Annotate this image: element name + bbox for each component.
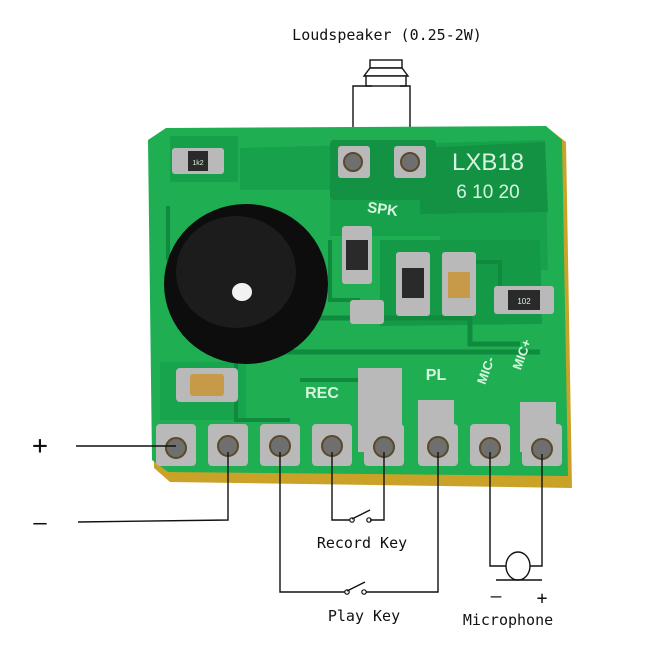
pad-2 (208, 424, 248, 466)
smd-resistor-right: 102 (494, 286, 554, 314)
durations-label: 6 10 20 (456, 182, 519, 203)
smd-resistor-middle (396, 252, 430, 316)
svg-text:1k2: 1k2 (192, 160, 203, 167)
loudspeaker-label: Loudspeaker (0.25-2W) (292, 26, 482, 44)
mic-plus-wire (530, 454, 543, 567)
smd-capacitor-middle (442, 252, 476, 316)
record-key-switch (349, 509, 372, 523)
microphone-icon (496, 551, 542, 581)
pad-5 (364, 424, 404, 466)
smd-capacitor-bottom-left (176, 368, 238, 402)
play-key-label: Play Key (328, 607, 400, 625)
record-key-label: Record Key (317, 534, 407, 552)
header-pads (156, 424, 562, 466)
smd-capacitor-top-left: 1k2 (172, 148, 224, 174)
mic-minus-wire (489, 452, 506, 567)
chip-blob (164, 204, 328, 364)
board-model-label: LXB18 (452, 149, 524, 176)
pad-1 (156, 424, 196, 466)
pad-6 (418, 424, 458, 466)
microphone-label: Microphone (463, 611, 553, 629)
power-minus-label: — (33, 511, 47, 536)
mic-minus-label: — (491, 586, 502, 607)
pl-label: PL (426, 367, 447, 384)
loudspeaker-icon (362, 59, 410, 87)
play-key-wire (279, 452, 345, 593)
spk-label: SPK (366, 199, 399, 220)
power-plus-label: + (32, 431, 48, 461)
speaker-pad-right (394, 146, 426, 178)
smd-resistor-vertical (342, 226, 372, 284)
power-minus-wire (77, 452, 229, 523)
record-key-wire (331, 452, 350, 521)
pad-8 (522, 424, 562, 466)
play-key-wire-right (366, 452, 439, 593)
speaker-pad-left (338, 146, 370, 178)
play-key-switch (344, 581, 367, 595)
record-key-wire-right (370, 452, 385, 521)
mic-plus-label: + (537, 588, 548, 609)
svg-text:102: 102 (517, 297, 531, 306)
pad-4 (312, 424, 352, 466)
rec-label: REC (305, 385, 339, 402)
